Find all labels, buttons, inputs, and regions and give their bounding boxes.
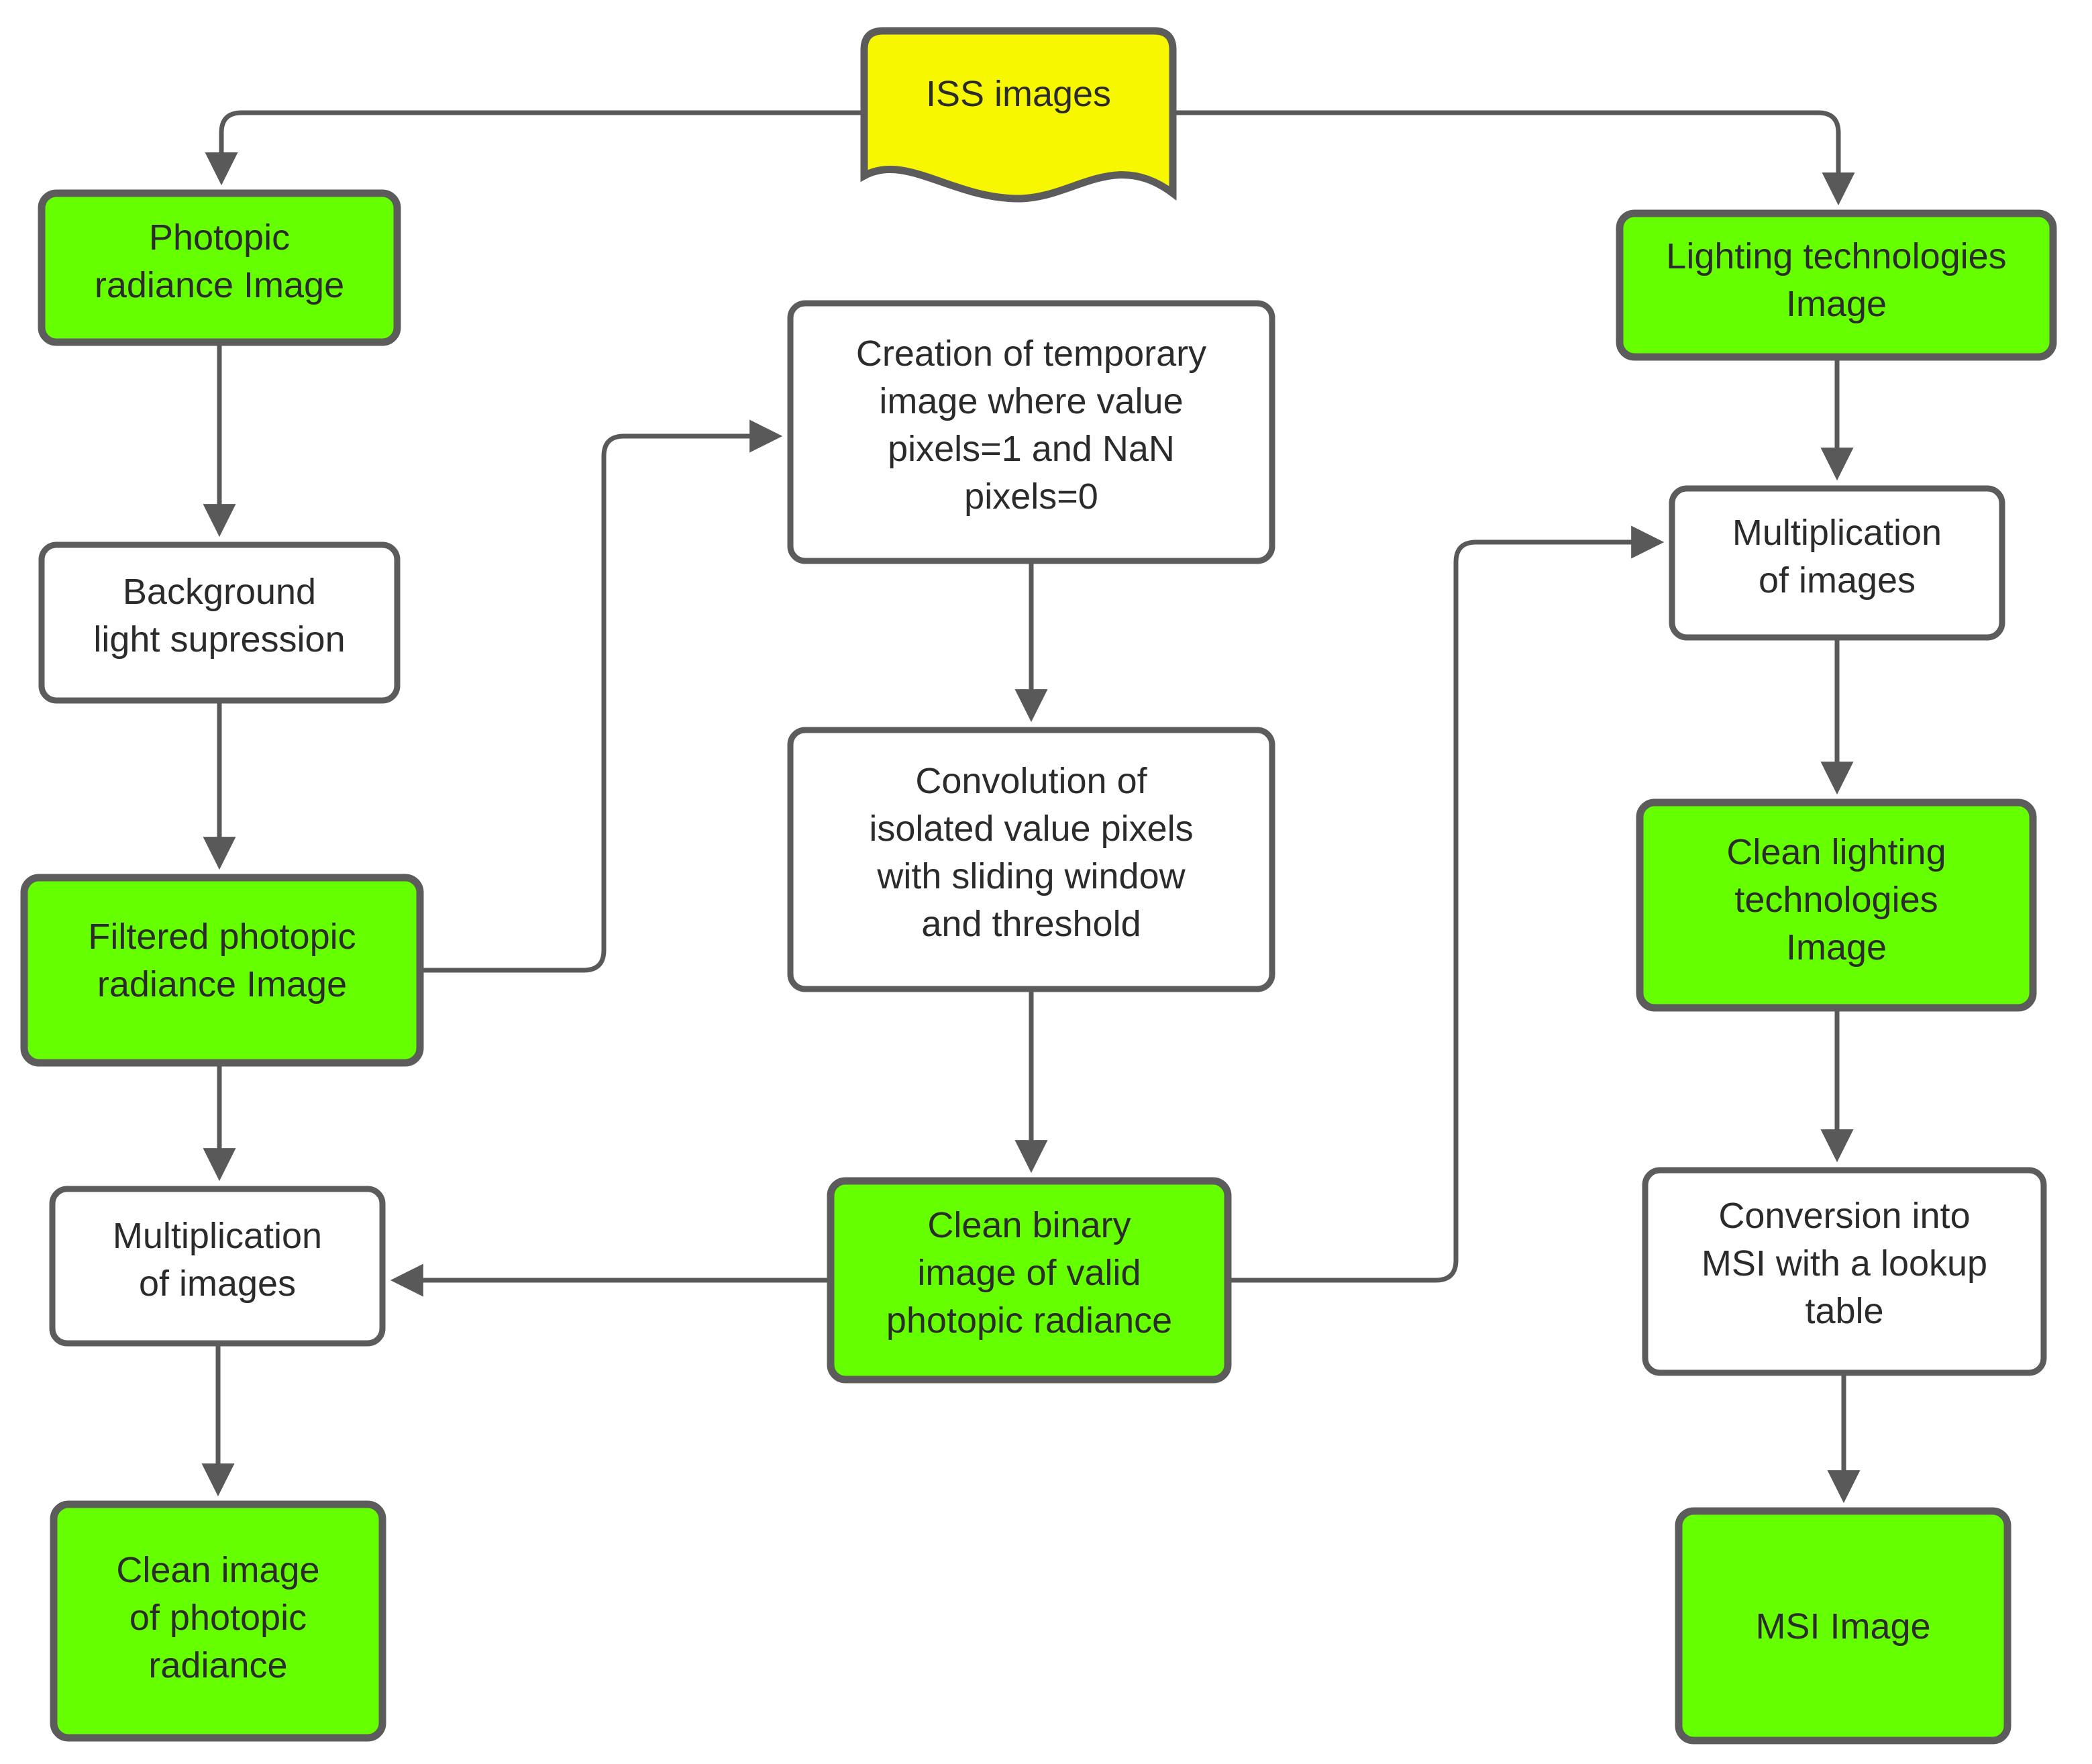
node-clean-binary-image[interactable]: Clean binary image of valid photopic rad…	[827, 1177, 1232, 1384]
node-label-line1: Multiplication	[1732, 513, 1942, 553]
node-label: ISS images	[926, 74, 1111, 114]
node-creation-temporary-image[interactable]: Creation of temporary image where value …	[787, 300, 1275, 564]
node-box	[1642, 1167, 2047, 1376]
node-box	[38, 189, 401, 346]
node-label-line1: Multiplication	[113, 1216, 322, 1256]
node-label-line2: light supression	[93, 619, 345, 660]
node-label-line1: Clean binary	[927, 1205, 1131, 1245]
node-box	[1636, 798, 2037, 1012]
node-label-line3: Image	[1786, 927, 1887, 968]
node-box	[20, 874, 424, 1067]
node-label-line2: of photopic	[129, 1598, 307, 1638]
node-clean-lighting-technologies-image[interactable]: Clean lighting technologies Image	[1636, 798, 2037, 1012]
node-box	[49, 1186, 386, 1347]
node-label-line1: Lighting technologies	[1666, 236, 2006, 276]
node-background-light-supression[interactable]: Background light supression	[38, 541, 401, 704]
node-label-line1: Clean image	[116, 1550, 319, 1590]
node-label-line2: isolated value pixels	[869, 809, 1193, 849]
edge-iss-to-photopic	[205, 110, 864, 186]
node-label-line1: Creation of temporary	[856, 333, 1206, 374]
edges-layer	[201, 110, 1861, 1504]
node-label-line1: Photopic	[149, 217, 290, 258]
node-label: MSI Image	[1755, 1606, 1930, 1647]
node-label-line2: MSI with a lookup	[1702, 1243, 1987, 1284]
node-box	[827, 1177, 1232, 1384]
node-label-line3: photopic radiance	[886, 1300, 1172, 1341]
node-filtered-photopic-radiance-image[interactable]: Filtered photopic radiance Image	[20, 874, 424, 1067]
node-label-line2: technologies	[1734, 880, 1938, 920]
document-shape	[860, 27, 1177, 203]
node-label-line2: image of valid	[917, 1253, 1141, 1293]
node-label-line1: Convolution of	[915, 761, 1147, 801]
node-conversion-into-msi[interactable]: Conversion into MSI with a lookup table	[1642, 1167, 2047, 1376]
node-msi-image[interactable]: MSI Image	[1675, 1507, 2011, 1745]
node-box	[787, 727, 1275, 992]
node-label-line3: table	[1805, 1291, 1883, 1331]
node-box	[1675, 1507, 2011, 1745]
node-clean-image-of-photopic-radiance[interactable]: Clean image of photopic radiance	[50, 1500, 386, 1742]
node-label-line4: pixels=0	[964, 476, 1098, 517]
node-lighting-technologies-image[interactable]: Lighting technologies Image	[1616, 209, 2057, 361]
edge-filtered-to-creation	[420, 419, 783, 973]
node-multiplication-of-images-left[interactable]: Multiplication of images	[49, 1186, 386, 1347]
node-box	[787, 300, 1275, 564]
node-label-line2: of images	[1759, 560, 1916, 601]
node-photopic-radiance-image[interactable]: Photopic radiance Image	[38, 189, 401, 346]
node-label-line1: Conversion into	[1718, 1196, 1970, 1236]
node-label-line2: of images	[139, 1263, 296, 1304]
node-label-line3: pixels=1 and NaN	[888, 429, 1175, 469]
node-label-line1: Background	[123, 572, 316, 612]
node-label-line2: Image	[1786, 284, 1887, 324]
node-label-line2: radiance Image	[95, 265, 344, 305]
node-convolution-isolated-pixels[interactable]: Convolution of isolated value pixels wit…	[787, 727, 1275, 992]
node-box	[38, 541, 401, 704]
nodes-layer: ISS images Photopic radiance Image Light…	[20, 27, 2057, 1745]
node-box	[1616, 209, 2057, 361]
node-box	[1669, 485, 2005, 641]
node-label-line2: radiance Image	[97, 964, 347, 1004]
node-label-line1: Filtered photopic	[88, 917, 356, 957]
node-multiplication-of-images-right[interactable]: Multiplication of images	[1669, 485, 2005, 641]
node-box	[50, 1500, 386, 1742]
node-label-line4: and threshold	[921, 904, 1141, 944]
node-label-line1: Clean lighting	[1726, 832, 1946, 872]
edge-clean-binary-to-multiplication-right	[1228, 525, 1665, 1283]
node-label-line2: image where value	[879, 381, 1183, 421]
node-iss-images[interactable]: ISS images	[860, 27, 1177, 203]
node-label-line3: with sliding window	[876, 856, 1186, 896]
edge-iss-to-lighting	[1173, 110, 1855, 206]
node-label-line3: radiance	[148, 1645, 287, 1685]
